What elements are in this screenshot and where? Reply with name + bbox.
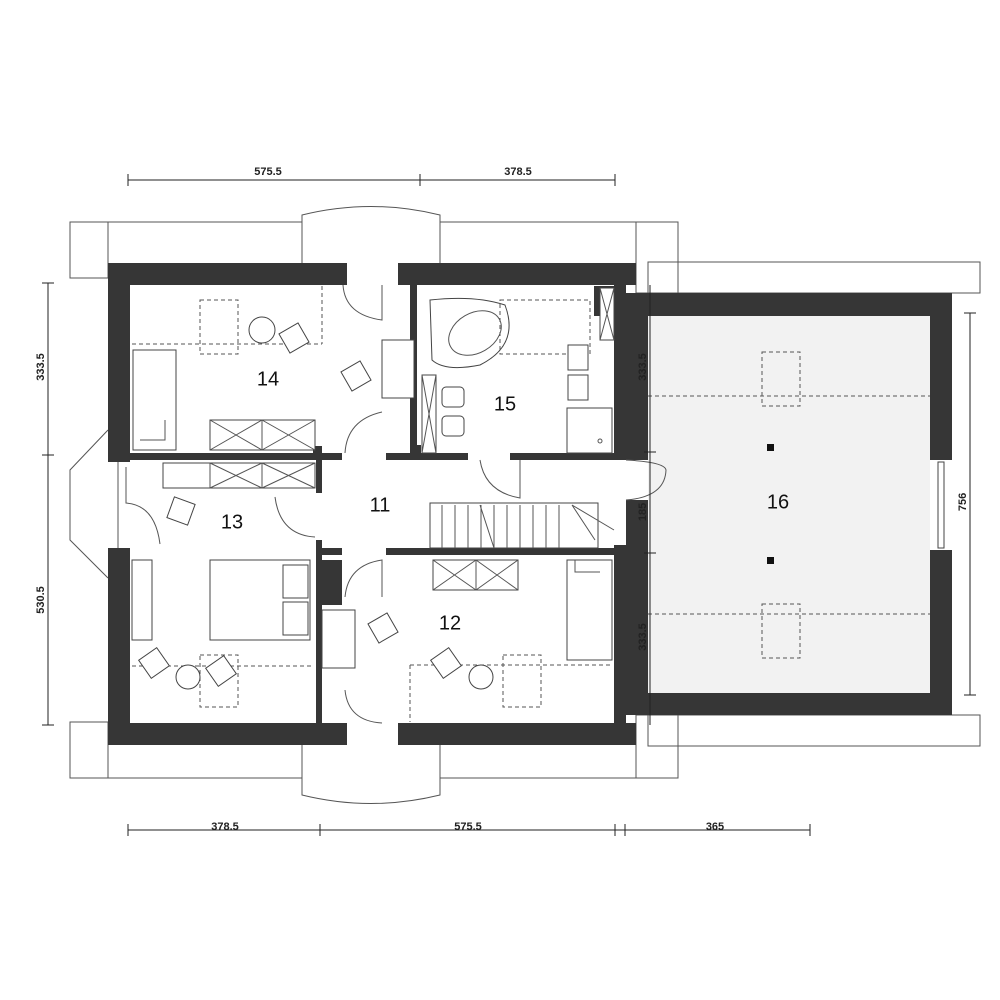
room-label-11: 11 <box>370 494 391 516</box>
room-label-16: 16 <box>767 491 789 513</box>
dim-top-2: 378.5 <box>504 166 532 178</box>
dim-left-1: 333.5 <box>35 353 47 381</box>
walls <box>108 263 952 745</box>
dim-garage-2: 185 <box>637 503 649 521</box>
dim-left-2: 530.5 <box>35 586 47 614</box>
dim-right: 756 <box>957 493 969 511</box>
garage-floor <box>648 316 930 693</box>
roof-outline <box>69 206 981 804</box>
dim-bottom-1: 378.5 <box>211 821 239 833</box>
room-label-15: 15 <box>494 393 516 415</box>
dim-bottom-2: 575.5 <box>454 821 482 833</box>
room-label-14: 14 <box>257 368 279 390</box>
dim-garage-3: 333.5 <box>637 623 649 651</box>
room-label-12: 12 <box>439 612 461 634</box>
dim-top-1: 575.5 <box>254 166 282 178</box>
dim-garage-1: 333.5 <box>637 353 649 381</box>
dimension-lines <box>42 174 976 836</box>
room-label-13: 13 <box>221 511 243 533</box>
doors <box>125 284 667 724</box>
furniture <box>131 286 945 722</box>
dim-bottom-3: 365 <box>706 821 724 833</box>
